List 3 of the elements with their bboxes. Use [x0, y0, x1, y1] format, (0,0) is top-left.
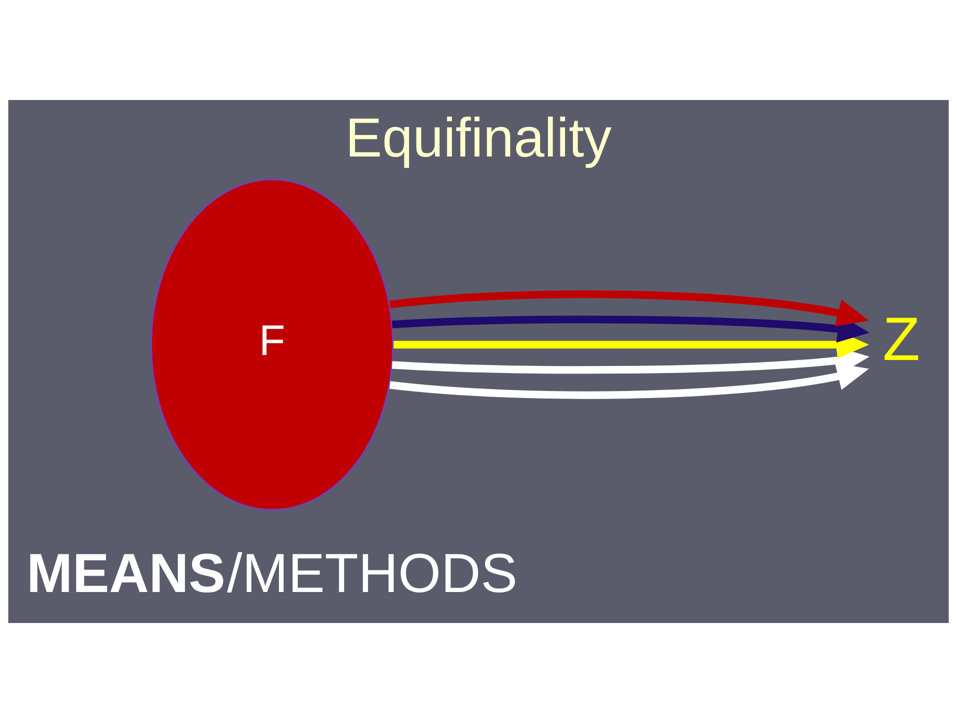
diagram-title: Equifinality [345, 106, 612, 168]
caption: MEANS/METHODS [26, 542, 518, 604]
node-text: Z [882, 304, 920, 372]
